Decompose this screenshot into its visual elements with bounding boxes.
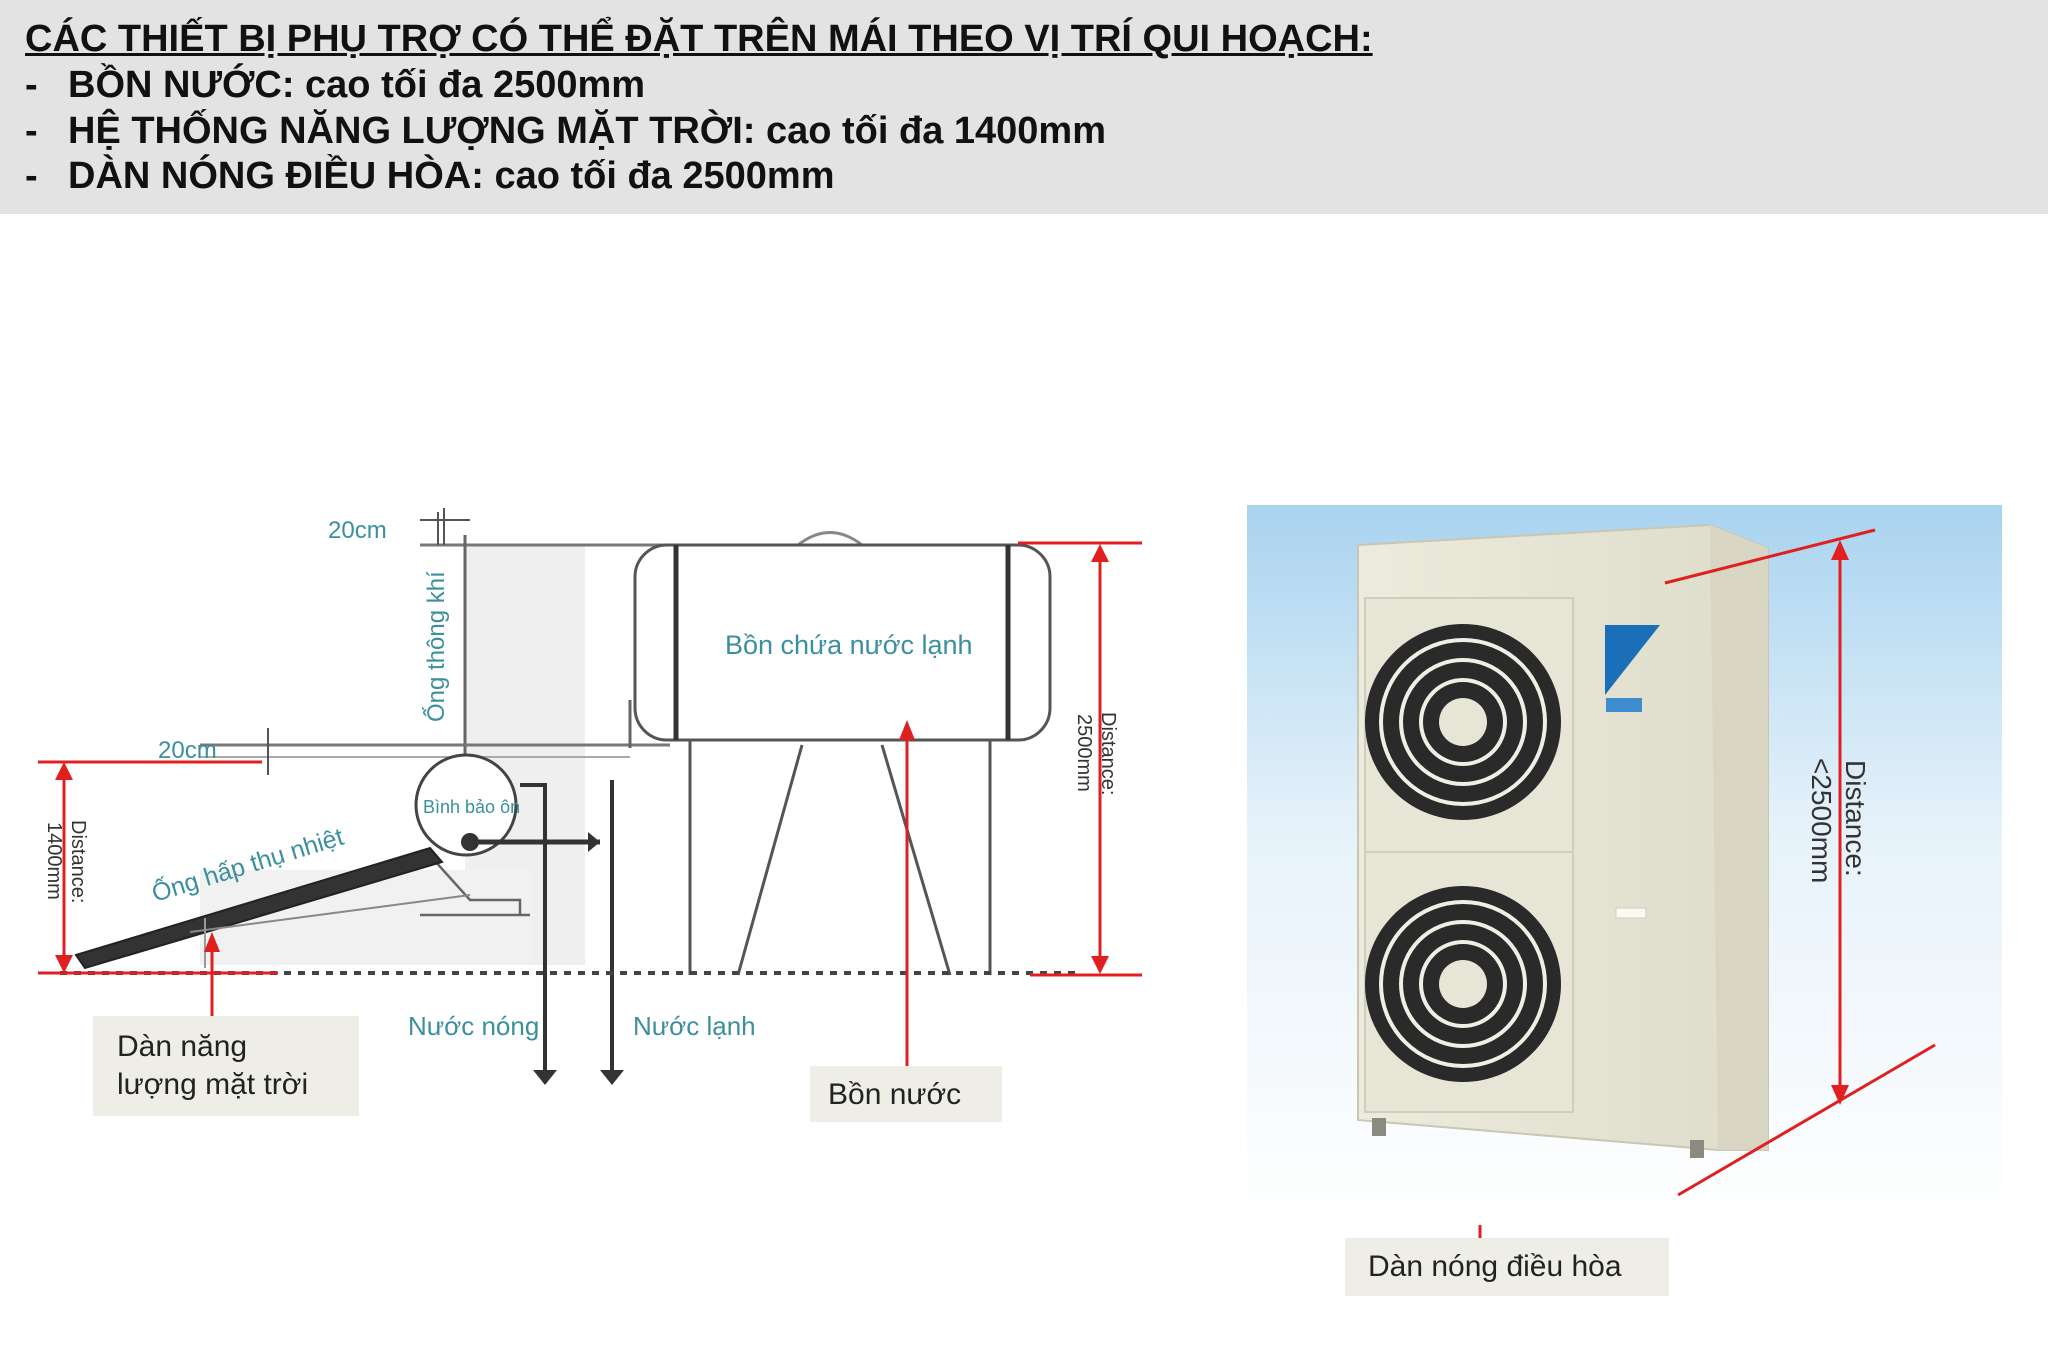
label-water-tank: Bồn nước xyxy=(810,1066,1002,1122)
cold-water-label: Nước lạnh xyxy=(633,1011,756,1041)
fan-grille-top xyxy=(1365,624,1561,820)
solar-distance-label: Distance: xyxy=(67,820,89,903)
cold-water-pipe xyxy=(600,780,624,1085)
brand-logo xyxy=(1605,625,1660,712)
tank-label: Bồn chứa nước lạnh xyxy=(725,630,973,660)
bullet-dash: - xyxy=(25,110,38,152)
tank-dimension xyxy=(1018,541,1142,977)
solar-dimension xyxy=(38,760,278,975)
requirement-text: BỒN NƯỚC: cao tối đa 2500mm xyxy=(68,64,646,106)
requirement-text: HỆ THỐNG NĂNG LƯỢNG MẶT TRỜI: cao tối đa… xyxy=(68,110,1107,152)
solar-distance-value: 1400mm xyxy=(43,822,65,900)
page-title: CÁC THIẾT BỊ PHỤ TRỢ CÓ THỂ ĐẶT TRÊN MÁI… xyxy=(25,18,1373,60)
label-ac-unit: Dàn nóng điều hòa xyxy=(1345,1238,1669,1296)
requirement-solar: -HỆ THỐNG NĂNG LƯỢNG MẶT TRỜI: cao tối đ… xyxy=(25,110,1106,153)
insulated-boiler: Bình bảo ôn xyxy=(414,753,600,857)
fan-grille-bottom xyxy=(1365,886,1561,1082)
pipe-top-label: 20cm xyxy=(328,517,387,544)
boiler-label: Bình bảo ôn xyxy=(423,797,520,817)
requirement-ac-unit: -DÀN NÓNG ĐIỀU HÒA: cao tối đa 2500mm xyxy=(25,155,834,198)
cold-water-tank: Bồn chứa nước lạnh xyxy=(633,531,1052,742)
ac-outdoor-unit-photo xyxy=(1247,505,2002,1225)
hot-water-label: Nước nóng xyxy=(408,1011,539,1041)
hot-water-pipe xyxy=(520,783,557,1085)
ac-distance-value: <2500mm xyxy=(1806,758,1837,883)
tank-distance-value: 2500mm xyxy=(1073,714,1095,792)
tank-stand xyxy=(688,740,992,976)
header-band: CÁC THIẾT BỊ PHỤ TRỢ CÓ THỂ ĐẶT TRÊN MÁI… xyxy=(0,0,2048,214)
ac-dimension xyxy=(1664,528,1936,1197)
ac-unit xyxy=(1357,523,1769,1158)
pipe-mid-label: 20cm xyxy=(158,737,217,764)
requirement-text: DÀN NÓNG ĐIỀU HÒA: cao tối đa 2500mm xyxy=(68,155,835,197)
vent-pipe-label: Ống thông khí xyxy=(422,571,450,722)
ac-distance-label: Distance: xyxy=(1840,760,1871,877)
service-panel xyxy=(1615,907,1647,919)
bullet-dash: - xyxy=(25,155,38,197)
solar-water-schematic: 20cm Ống thông khí 20cm Bồn chứa nước lạ… xyxy=(60,508,1080,1085)
bullet-dash: - xyxy=(25,64,38,106)
label-solar-panel: Dàn năng lượng mặt trời xyxy=(93,1016,359,1116)
tank-distance-label: Distance: xyxy=(1097,712,1119,795)
requirement-water-tank: -BỒN NƯỚC: cao tối đa 2500mm xyxy=(25,64,645,107)
